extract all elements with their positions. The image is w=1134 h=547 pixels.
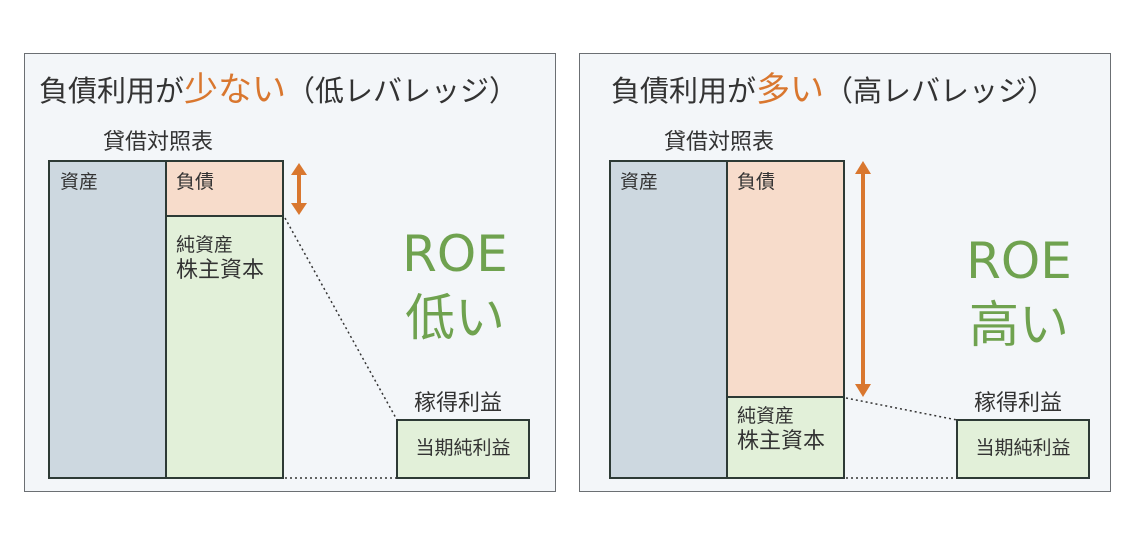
- equity-line2: 株主資本: [176, 258, 265, 283]
- net-income-box: 当期純利益: [396, 419, 530, 479]
- equity-block: [165, 215, 284, 479]
- net-income-label: 当期純利益: [975, 437, 1071, 459]
- title-prefix: 負債利用が: [611, 74, 757, 108]
- roe-label: ROE: [966, 232, 1072, 290]
- equity-label: 純資産 株主資本: [737, 403, 825, 455]
- asset-block: [48, 160, 168, 479]
- right-connectors: [845, 161, 958, 479]
- roe-result: ROE 高い: [949, 229, 1089, 357]
- roe-label: ROE: [402, 225, 508, 283]
- roe-level: 高い: [969, 296, 1069, 354]
- earnings-label: 稼得利益: [414, 391, 503, 416]
- balance-sheet-title: 貸借対照表: [664, 130, 775, 155]
- roe-level: 低い: [405, 289, 505, 347]
- net-income-box: 当期純利益: [956, 419, 1090, 479]
- debt-arrow: [291, 163, 307, 215]
- title-suffix: （高レバレッジ）: [824, 74, 1057, 108]
- asset-label: 資産: [60, 171, 99, 193]
- debt-arrow: [855, 161, 871, 397]
- left-connectors: [284, 163, 398, 479]
- panel-title: 負債利用が多い（高レバレッジ）: [611, 62, 1056, 111]
- high-leverage-panel: 負債利用が多い（高レバレッジ） 貸借対照表 資産 負債 純資産 株主資本 ROE…: [579, 53, 1111, 492]
- equity-line2: 株主資本: [737, 429, 826, 454]
- equity-line1: 純資産: [176, 234, 234, 256]
- equity-block: [726, 396, 845, 479]
- roe-result: ROE 低い: [385, 222, 525, 350]
- liability-label: 負債: [176, 171, 215, 193]
- balance-sheet-title: 貸借対照表: [103, 130, 214, 155]
- asset-label: 資産: [620, 171, 659, 193]
- title-suffix: （低レバレッジ）: [286, 74, 519, 108]
- title-highlight: 多い: [756, 70, 825, 110]
- low-leverage-panel: 負債利用が少ない（低レバレッジ） 貸借対照表 資産 負債 純資産 株主資本 RO…: [24, 53, 556, 492]
- liability-label: 負債: [737, 171, 776, 193]
- title-prefix: 負債利用が: [39, 74, 185, 108]
- net-income-label: 当期純利益: [415, 437, 511, 459]
- dotted-connector-top: [284, 217, 398, 421]
- earnings-label: 稼得利益: [974, 391, 1063, 416]
- title-highlight: 少ない: [184, 70, 287, 110]
- equity-label: 純資産 株主資本: [176, 232, 264, 284]
- panel-title: 負債利用が少ない（低レバレッジ）: [39, 62, 518, 111]
- dotted-connector-top: [845, 397, 958, 421]
- equity-line1: 純資産: [737, 405, 795, 427]
